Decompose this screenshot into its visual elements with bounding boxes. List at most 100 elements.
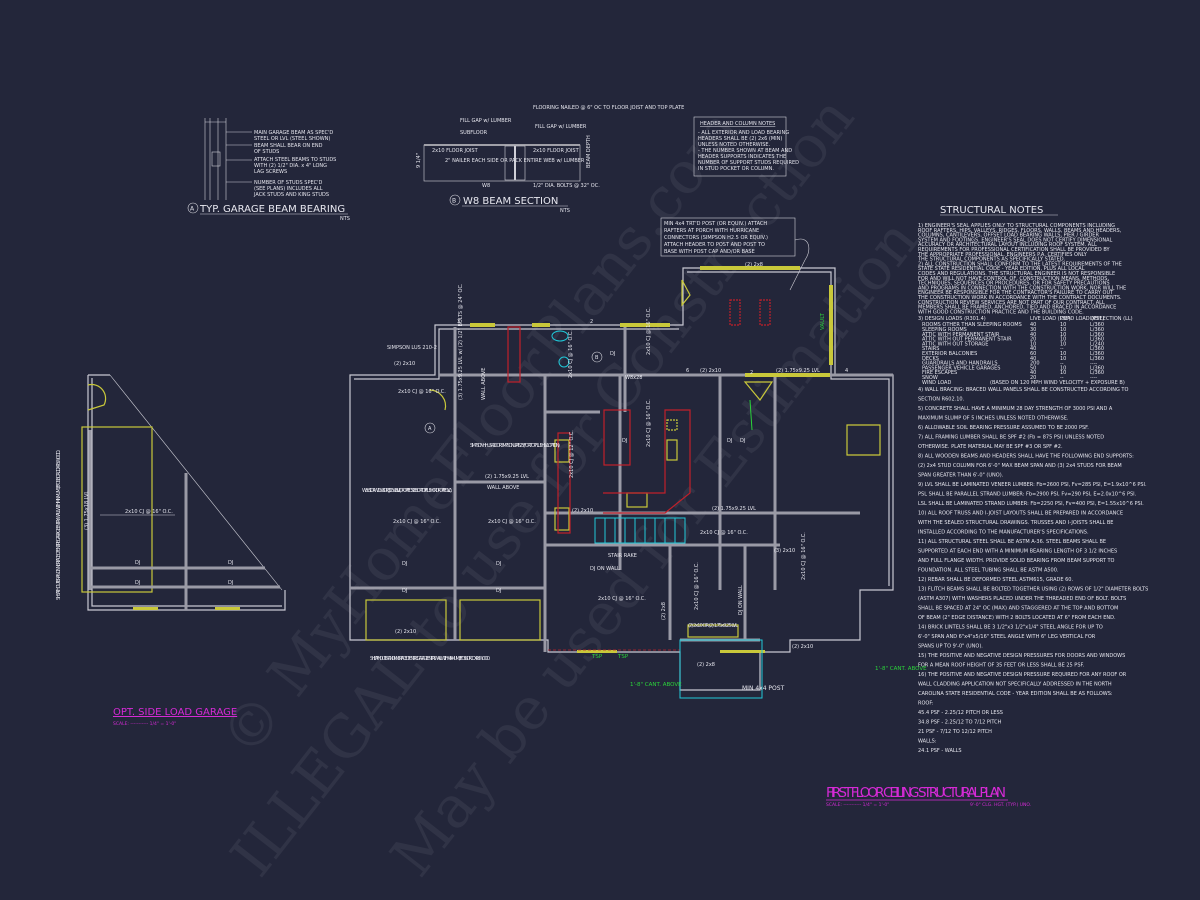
note-line: 10 bbox=[1060, 337, 1066, 343]
note-line: 16) THE POSITIVE AND NEGATIVE DESIGN PRE… bbox=[918, 672, 1127, 678]
hardware-label: SIMPSON HHUS 410 OR SIMPSON LPI 4525 (FO… bbox=[470, 443, 560, 449]
note-line: ROOF RAFTERS, HIPS, VALLEYS, RIDGES, FLO… bbox=[918, 228, 1122, 234]
note-line: -- bbox=[1060, 361, 1064, 367]
label: 1/2" DIA. BOLTS @ 32" OC. bbox=[533, 183, 600, 189]
stud-count: 4 bbox=[845, 368, 848, 374]
cantilever-note: 1'-8" CANT. ABOVE bbox=[875, 666, 927, 672]
header-label: (2) 2x8 bbox=[745, 262, 763, 268]
header-label: (2) 2x8 bbox=[697, 662, 715, 668]
note-line: WIND LOAD bbox=[922, 380, 951, 386]
note-line: CAROLINA STATE RESIDENTIAL CODE - YEAR E… bbox=[918, 691, 1113, 697]
note-text: BEAM SHALL BEAR ON END bbox=[254, 143, 323, 149]
note-line: -- bbox=[1060, 375, 1064, 381]
header-label: (2) 2x10 bbox=[395, 629, 416, 635]
note-line: 200 bbox=[1030, 361, 1040, 367]
detail-marker: A bbox=[190, 206, 195, 213]
tsp-label: TSP bbox=[591, 654, 603, 660]
note-line: THE CONSTRUCTION WORK IN ACCORDANCE WITH… bbox=[917, 295, 1122, 301]
note-line: (BASED ON 120 MPH WIND VELOCITY + EXPOSU… bbox=[990, 380, 1125, 386]
note-line: AND FULL FLANGE WIDTH. PROVIDE SOLID BEA… bbox=[918, 558, 1115, 564]
hardware-label: SIMPSON LUS 210-2 bbox=[387, 345, 437, 351]
joist-label: DJ bbox=[135, 560, 140, 566]
note-line: ACCURACY OR ARCHITECTURAL LAYOUT INCLUDI… bbox=[918, 242, 1097, 248]
note-line: LSL SHALL BE LAMINATED STRAND LUMBER: Fb… bbox=[918, 501, 1144, 507]
ceiling-height-note: 9'-0" CLG. HGT. (TYP.) UNO. bbox=[970, 802, 1031, 808]
sheath-note: SHEATH OUTER AND INNER FACE OF ENTIRE GA… bbox=[56, 450, 62, 600]
joist-label: DJ bbox=[402, 561, 407, 567]
sheet-title-block: FIRST FLOOR CEILING STRUCTURAL PLAN SCAL… bbox=[826, 785, 1031, 808]
note-line: ATTACH HEADER TO POST AND POST TO bbox=[664, 242, 765, 248]
sheet-title: FIRST FLOOR CEILING STRUCTURAL PLAN bbox=[826, 785, 1006, 801]
label: WALL ABOVE bbox=[487, 485, 519, 491]
joist-label: 2x10 CJ @ 16" O.C. bbox=[646, 307, 652, 355]
notes-title: HEADER AND COLUMN NOTES bbox=[700, 121, 775, 127]
note-line: UNLESS NOTED OTHERWISE. bbox=[698, 142, 771, 148]
note-line: 11) ALL STRUCTURAL STEEL SHALL BE ASTM A… bbox=[918, 539, 1106, 545]
note-line: IN STUD POCKET OR COLUMN. bbox=[698, 166, 774, 172]
joist-label: 2x10 CJ @ 16" O.C. bbox=[398, 389, 446, 395]
note-line: 40 bbox=[1030, 346, 1036, 352]
note-line: L/240 bbox=[1090, 341, 1104, 347]
note-line: FOR AND WILL NOT HAVE CONTROL OF, CONSTR… bbox=[918, 276, 1109, 282]
note-line: DECKS bbox=[922, 356, 939, 362]
note-line: 6'-0" SPAN AND 6"x4"x5/16" STEEL ANGLE W… bbox=[918, 634, 1096, 640]
label: 9 1/4" bbox=[416, 153, 422, 168]
stair-label: STAIR RAKE bbox=[608, 553, 637, 559]
note-line: AND PROGRAMS IN CONNECTION WITH THE CONS… bbox=[918, 285, 1126, 291]
note-line: 9) LVL SHALL BE LAMINATED VENEER LUMBER:… bbox=[918, 482, 1147, 488]
note-line: 30 bbox=[1030, 327, 1036, 333]
note-text: MAIN GARAGE BEAM AS SPEC'D bbox=[254, 130, 333, 136]
note-text: LAG SCREWS bbox=[254, 169, 287, 175]
header-label: (2) 2x10 bbox=[700, 368, 721, 374]
label: FILL GAP w/ LUMBER bbox=[460, 118, 512, 124]
note-line: SHALL BE SPACED AT 24" OC (MAX) AND STAG… bbox=[918, 605, 1118, 611]
note-line: ---- bbox=[1090, 361, 1097, 367]
joist-label: DJ bbox=[622, 438, 627, 444]
note-line: 60 bbox=[1030, 351, 1036, 357]
joist-label: 2x10 CJ @ 16" O.C. bbox=[646, 399, 652, 447]
header-column-notes: HEADER AND COLUMN NOTES - ALL EXTERIOR A… bbox=[693, 116, 799, 177]
note-text: OF STUDS bbox=[254, 149, 279, 155]
garage-option-scale: SCALE: ----------- 1/4" = 1'-0" bbox=[113, 721, 176, 727]
header-label: (2) 2x10 bbox=[394, 361, 415, 367]
note-line: SPANS UP TO 9'-0" (UNO). bbox=[918, 643, 983, 649]
porch-post-note: MIN 4x4 TRT'D POST (OR EQUIV.) ATTACH RA… bbox=[660, 217, 810, 291]
label: FLOORING NAILED @ 6" OC TO FLOOR JOIST A… bbox=[533, 105, 684, 111]
note-text: JACK STUDS AND KING STUDS bbox=[253, 192, 329, 198]
note-line: WALLS: bbox=[918, 738, 937, 744]
note-line: SPAN GREATER THAN 6'-0" (UNO). bbox=[918, 472, 1004, 478]
note-line: -- bbox=[1060, 346, 1064, 352]
note-line: L/360 bbox=[1090, 322, 1104, 328]
note-line: ---- bbox=[1090, 375, 1097, 381]
joist-label: DJ bbox=[740, 438, 745, 444]
note-line: 10 bbox=[1060, 351, 1066, 357]
note-line: 50 bbox=[1030, 365, 1036, 371]
beam-label: (2) 1.75x9.25 LVL bbox=[712, 506, 756, 512]
header-label: (3) 2x10 bbox=[774, 548, 795, 554]
label: DJ ON WALL bbox=[738, 585, 744, 615]
note-line: 10 bbox=[1060, 322, 1066, 328]
label: BEAM DEPTH bbox=[586, 135, 592, 168]
note-line: OTHERWISE. PLATE MATERIAL MAY BE SPF #3 … bbox=[918, 444, 1063, 450]
note-line: L/360 bbox=[1090, 332, 1104, 338]
joist-label: DJ bbox=[228, 580, 233, 586]
note-line: WALL CLADDING APPLICATION NOT SPECIFICAL… bbox=[918, 681, 1112, 687]
main-floor-plan: SIMPSON LUS 210-2 (2) 2x10 (3) 1.75x9.25… bbox=[349, 262, 927, 699]
note-line: 15) THE POSITIVE AND NEGATIVE DESIGN PRE… bbox=[918, 653, 1125, 659]
beam-label: (3) 1.75x18 LVL bbox=[84, 491, 90, 530]
note-line: 7) ALL FRAMING LUMBER SHALL BE SPF #2 (F… bbox=[918, 434, 1104, 440]
note-line: COLUMNS, CANTILEVERS, OFFSET LOAD BEARIN… bbox=[918, 233, 1099, 239]
note-line: 14) BRICK LINTELS SHALL BE 3 1/2"x3 1/2"… bbox=[918, 624, 1103, 630]
side-load-garage-plan: 2x10 CJ @ 16" O.C. DJ DJ DJ DJ (3) 1.75x… bbox=[56, 374, 286, 727]
note-line: (2) 2x4 STUD COLUMN FOR 6'-0" MAX BEAM S… bbox=[918, 463, 1122, 469]
note-line: 10 bbox=[1030, 341, 1036, 347]
post-note: MIN 4x4 POST bbox=[742, 685, 785, 692]
note-line: L/360 bbox=[1090, 337, 1104, 343]
note-line: NUMBER OF SUPPORT STUDS REQUIRED bbox=[698, 160, 799, 166]
joist-label: DJ bbox=[610, 351, 615, 357]
joist-label: 2x10 CJ @ 16" O.C. bbox=[801, 532, 807, 580]
note-line: (ASTM A307) WITH WASHERS PLACED UNDER TH… bbox=[918, 596, 1126, 602]
note-line: 8) ALL WOODEN BEAMS AND HEADERS SHALL HA… bbox=[918, 453, 1134, 459]
note-line: EXTERIOR BALCONIES bbox=[922, 351, 977, 357]
